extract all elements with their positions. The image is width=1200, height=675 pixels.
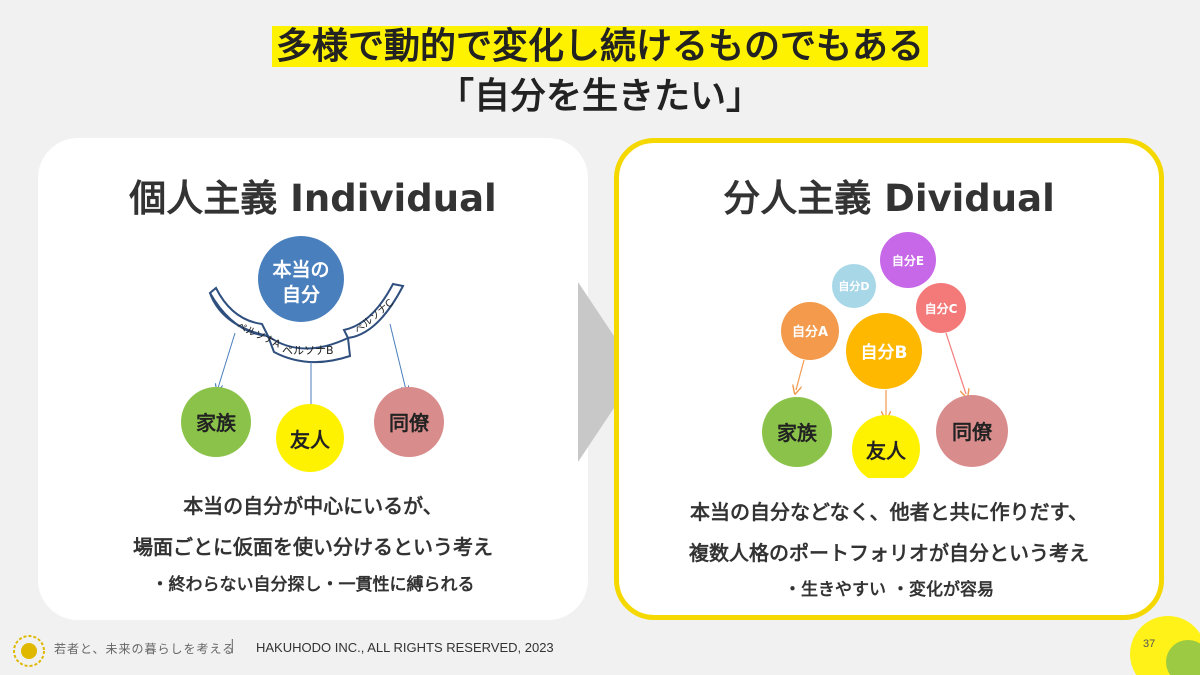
footer-copyright: HAKUHODO INC., ALL RIGHTS RESERVED, 2023 [256,640,554,655]
arrow-to-colleague [389,323,406,390]
title-highlight: 多様で動的で変化し続けるものでもある [271,26,928,67]
arrow-c-to-colleague [945,332,966,394]
core-self-label-1: 本当の [272,258,329,281]
core-self-label-2: 自分 [282,283,320,306]
dividual-diagram: 自分E 自分D 自分C 自分A 自分B 家族 友人 同僚 [762,232,1008,478]
persona-c-mask [342,282,405,340]
self-a-circle [781,302,839,360]
persona-c-label: ペルソナC [352,297,396,336]
corner-decoration-icon [1130,616,1200,675]
self-d-label: 自分D [838,279,869,293]
footer-tagline: 若者と、未来の暮らしを考える [54,642,236,656]
self-b-label: 自分B [861,342,908,363]
dividual-caption-2: 複数人格のポートフォリオが自分という考え [689,541,1089,565]
family-label: 家族 [196,411,237,435]
footer-separator: | [230,638,235,654]
family-label: 家族 [777,421,818,445]
individual-diagram: 本当の 自分 ペルソナA ペルソナB ペルソナC 家族 友人 同僚 [181,236,444,472]
friend-label: 友人 [866,439,907,463]
title-line-2: 「自分を生きたい」 [437,76,762,117]
colleague-circle [374,387,444,457]
arrow-a-to-family [796,359,805,390]
self-c-label: 自分C [925,301,958,316]
colleague-circle [936,395,1008,467]
arrow-to-family [218,332,236,388]
individual-panel: 個人主義 Individual 本当の 自分 ペルソナA ペルソナB ペルソナC… [38,138,588,620]
friend-circle [852,415,920,478]
individual-heading: 個人主義 Individual [129,177,497,220]
persona-a-mask [208,286,270,338]
core-self-circle [258,236,344,322]
dividual-caption-1: 本当の自分などなく、他者と共に作りだす、 [690,500,1088,524]
self-b-circle [846,313,922,389]
individual-caption-1: 本当の自分が中心にいるが、 [183,494,443,518]
self-e-circle [880,232,936,288]
self-c-circle [916,283,966,333]
persona-b-label: ペルソナB [282,344,334,357]
seal-logo-icon [13,635,45,667]
page-number: 37 [1143,638,1156,650]
colleague-label: 同僚 [389,411,430,435]
self-a-label: 自分A [792,324,828,340]
self-e-label: 自分E [892,253,924,268]
friend-label: 友人 [290,428,331,452]
family-circle [181,387,251,457]
self-d-circle [832,264,876,308]
dividual-caption-3: ・生きやすい ・変化が容易 [784,580,994,600]
title-line-1: 多様で動的で変化し続けるものでもある [0,24,1200,70]
dividual-panel: 分人主義 Dividual 自分E 自分D 自分C 自分A 自分B 家族 友人 … [614,138,1164,620]
dividual-heading: 分人主義 Dividual [723,177,1055,220]
family-circle [762,397,832,467]
transition-arrow-icon [578,282,638,462]
persona-b-mask [265,333,352,364]
individual-caption-2: 場面ごとに仮面を使い分けるという考え [133,535,493,559]
colleague-label: 同僚 [952,420,993,444]
individual-caption-3: ・終わらない自分探し・一貫性に縛られる [151,575,475,595]
friend-circle [276,404,344,472]
